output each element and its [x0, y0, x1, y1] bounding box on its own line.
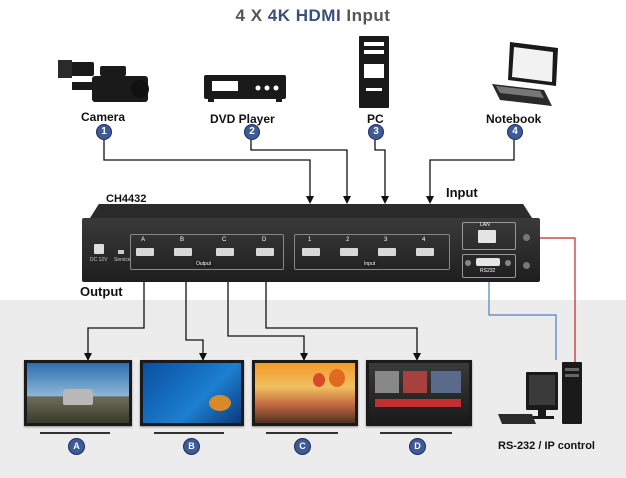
source-label-dvd: DVD Player [210, 112, 275, 126]
hdmi-input-port-3[interactable] [378, 248, 396, 256]
display-c-stand [266, 426, 338, 434]
display-a-stand [40, 426, 110, 434]
source-badge-1: 1 [96, 124, 112, 140]
hdmi-output-port-b[interactable] [174, 248, 192, 256]
output-d-cable [265, 282, 421, 361]
app-tile-3 [431, 371, 461, 393]
source-badge-2: 2 [244, 124, 260, 140]
tree-scene [209, 395, 231, 411]
input-label: Input [446, 185, 478, 200]
camera-cable [103, 140, 314, 204]
hdmi-input-port-2[interactable] [340, 248, 358, 256]
diagram-title: 4 X 4K HDMI Input [235, 6, 391, 25]
output-port-group [130, 234, 284, 270]
input-port-label-4: 4 [422, 237, 426, 243]
display-b-stand [154, 426, 224, 434]
source-badge-3: 3 [368, 124, 384, 140]
source-label-pc: PC [367, 112, 384, 126]
input-port-label-2: 2 [346, 237, 350, 243]
source-label-camera: Camera [81, 110, 126, 124]
control-label: RS-232 / IP control [498, 440, 595, 452]
device-top-face [90, 204, 532, 218]
hdmi-input-port-4[interactable] [416, 248, 434, 256]
app-tile-1 [375, 371, 399, 393]
hdmi-output-port-d[interactable] [256, 248, 274, 256]
service-label: Service [114, 257, 131, 263]
rs232-label: RS232 [480, 268, 496, 274]
rs232-port-frame [462, 254, 516, 278]
lan-label: LAN [480, 222, 490, 228]
source-badge-4: 4 [507, 124, 523, 140]
dvd-cable [250, 140, 351, 204]
display-a [24, 360, 132, 426]
input-port-label-3: 3 [384, 237, 388, 243]
app-row [375, 399, 461, 407]
display-badge-c: C [294, 438, 311, 455]
rs232-cable [488, 272, 557, 360]
display-d [366, 360, 472, 426]
display-c [252, 360, 358, 426]
input-port-label-1: 1 [308, 237, 312, 243]
mounting-screw-top-right [523, 234, 530, 241]
device-model-label: CH4432 [106, 193, 147, 205]
display-b [140, 360, 244, 426]
input-port-group [294, 234, 450, 270]
source-label-notebook: Notebook [486, 112, 542, 126]
balloon-left [313, 373, 325, 387]
lan-port[interactable] [478, 230, 496, 243]
display-badge-a: A [68, 438, 85, 455]
power-jack [94, 244, 104, 254]
power-label: DC 12V [90, 257, 108, 263]
display-d-stand [380, 426, 452, 434]
output-port-label-b: B [180, 237, 185, 243]
app-tile-2 [403, 371, 427, 393]
output-a-cable [84, 282, 145, 361]
hdmi-input-port-1[interactable] [302, 248, 320, 256]
pc-cable [374, 140, 389, 204]
output-port-label-d: D [262, 237, 267, 243]
output-port-label-c: C [222, 237, 227, 243]
output-label: Output [80, 284, 123, 299]
lan-port-frame [462, 222, 516, 250]
notebook-cable [426, 140, 515, 204]
output-c-cable [227, 282, 308, 361]
rs232-port[interactable] [476, 258, 500, 266]
hdmi-output-port-a[interactable] [136, 248, 154, 256]
display-badge-b: B [183, 438, 200, 455]
input-group-label: Input [362, 261, 378, 267]
balloon-right [329, 369, 345, 387]
matrix-switcher-device: DC 12V Service Output A B C D Input 1 2 … [82, 204, 540, 282]
display-badge-d: D [409, 438, 426, 455]
race-car-scene [63, 389, 93, 405]
mounting-screw-right [505, 260, 511, 266]
mounting-screw-bottom-right [523, 262, 530, 269]
output-b-cable [185, 282, 207, 361]
output-port-label-a: A [141, 237, 146, 243]
service-port [118, 250, 124, 254]
hdmi-output-port-c[interactable] [216, 248, 234, 256]
output-group-label: Output [194, 261, 214, 267]
lan-cable [536, 237, 576, 362]
mounting-screw-left [465, 260, 471, 266]
